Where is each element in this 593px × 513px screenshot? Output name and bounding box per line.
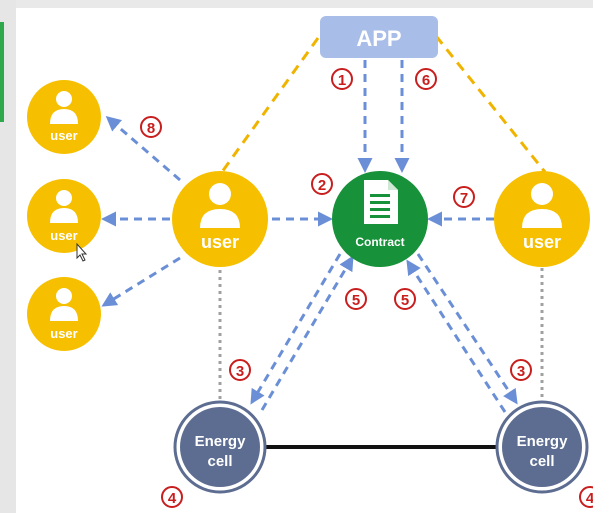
svg-text:5: 5 <box>401 292 409 309</box>
energy-cell-right[interactable]: Energy cell <box>495 400 589 494</box>
app-to-right-user-link <box>434 35 547 173</box>
step-marker-5-left: 5 <box>345 288 367 310</box>
person-icon <box>50 91 78 124</box>
app-label: APP <box>356 26 401 51</box>
arrow-right-cell-to-contract <box>406 259 507 413</box>
mouse-cursor-icon <box>76 242 88 262</box>
person-icon <box>522 183 562 228</box>
user-label-small-mid: user <box>50 228 77 243</box>
step-marker-4-right: 4 <box>579 486 593 508</box>
svg-text:4: 4 <box>586 490 593 507</box>
person-icon <box>50 288 78 321</box>
window-left-edge <box>0 0 16 513</box>
energy-cell-right-line1: Energy <box>517 433 569 450</box>
app-box[interactable]: APP <box>320 16 438 58</box>
user-node-right[interactable]: user <box>494 171 590 267</box>
person-icon <box>50 190 78 223</box>
step-marker-5-right: 5 <box>394 288 416 310</box>
svg-text:3: 3 <box>236 363 244 380</box>
window-top-edge <box>0 0 593 8</box>
contract-node[interactable]: Contract <box>332 171 428 267</box>
left-accent-bar <box>0 22 4 122</box>
svg-text:3: 3 <box>517 363 525 380</box>
arrow-to-small-user-top <box>105 116 181 182</box>
step-marker-8: 8 <box>140 116 162 138</box>
step-marker-6: 6 <box>415 68 437 90</box>
energy-cell-left[interactable]: Energy cell <box>173 400 267 494</box>
step-marker-3-right: 3 <box>510 359 532 381</box>
user-node-small-mid[interactable]: user <box>27 179 101 253</box>
diagram-canvas <box>16 8 593 513</box>
document-icon <box>364 180 398 224</box>
svg-text:4: 4 <box>168 490 177 507</box>
arrow-left-cell-to-contract <box>260 255 354 411</box>
step-marker-7: 7 <box>453 186 475 208</box>
svg-text:8: 8 <box>147 120 155 137</box>
svg-text:7: 7 <box>460 190 468 207</box>
user-label-small-bottom: user <box>50 326 77 341</box>
energy-cell-left-line2: cell <box>207 453 232 470</box>
contract-label: Contract <box>355 235 404 249</box>
step-marker-2: 2 <box>311 173 333 195</box>
user-label-left: user <box>201 232 239 252</box>
svg-text:1: 1 <box>338 72 346 89</box>
user-label-small-top: user <box>50 128 77 143</box>
step-marker-1: 1 <box>331 68 353 90</box>
app-to-left-user-link <box>220 37 320 173</box>
arrow-to-small-user-bottom <box>101 256 181 307</box>
arrow-contract-to-left-cell <box>250 253 342 405</box>
user-node-left[interactable]: user <box>172 171 268 267</box>
user-label-right: user <box>523 232 561 252</box>
energy-cell-right-line2: cell <box>529 453 554 470</box>
svg-text:2: 2 <box>318 177 326 194</box>
user-node-small-top[interactable]: user <box>27 80 101 154</box>
svg-text:5: 5 <box>352 292 360 309</box>
svg-text:6: 6 <box>422 72 430 89</box>
step-marker-3-left: 3 <box>229 359 251 381</box>
person-icon <box>200 183 240 228</box>
arrow-contract-to-right-cell <box>416 253 518 405</box>
step-marker-4-left: 4 <box>161 486 183 508</box>
user-node-small-bottom[interactable]: user <box>27 277 101 351</box>
energy-cell-left-line1: Energy <box>195 433 247 450</box>
